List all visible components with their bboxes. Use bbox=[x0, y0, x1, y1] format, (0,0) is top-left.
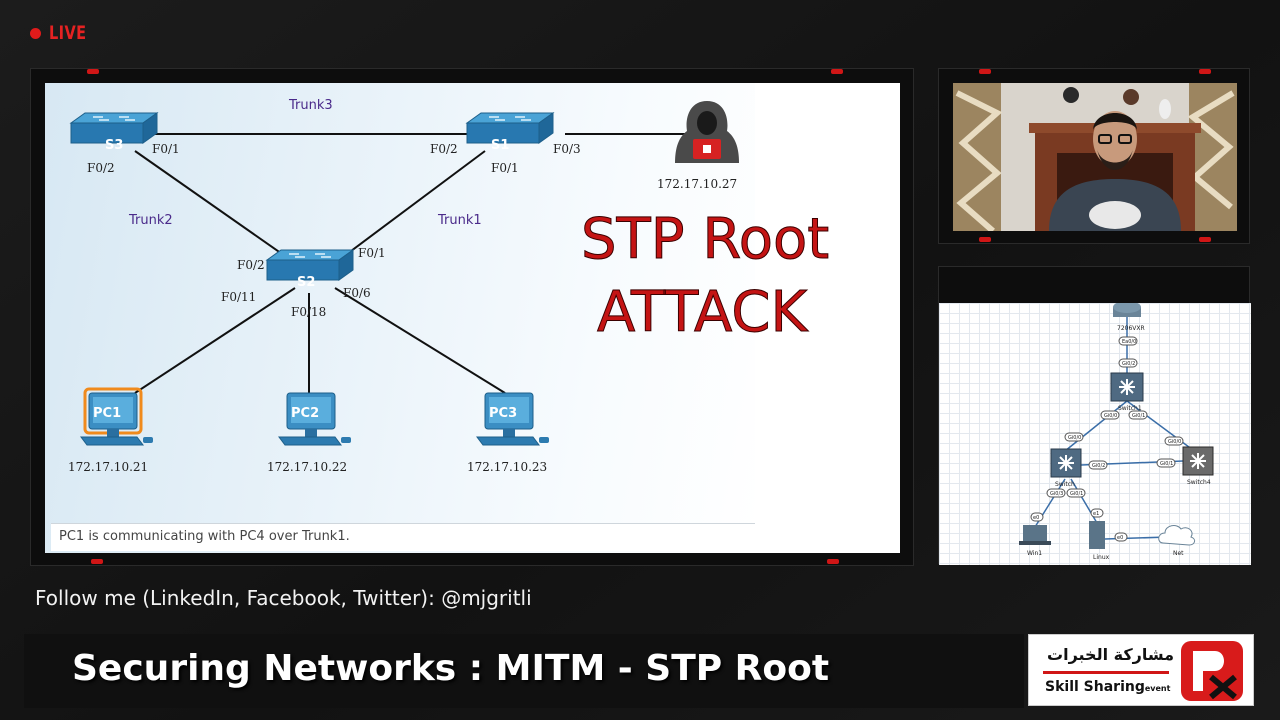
presentation-slide: S3 S1 S2 Trunk3 Trunk2 Trunk1 F0/1 F0/2 … bbox=[45, 83, 900, 553]
skill-sharing-logo: مشاركة الخبرات Skill Sharingevent bbox=[1028, 634, 1254, 706]
switch-s1-icon bbox=[466, 112, 554, 144]
router-icon bbox=[1113, 303, 1141, 317]
live-label: LIVE bbox=[49, 22, 87, 44]
logo-mark-icon bbox=[1181, 641, 1243, 701]
pc1-icon bbox=[80, 387, 154, 446]
pc3-label: PC3 bbox=[489, 406, 517, 421]
port-label: F0/6 bbox=[343, 286, 371, 300]
port-pill: e1 bbox=[1093, 511, 1099, 517]
port-pill: Gi0/1 bbox=[1070, 491, 1083, 497]
stream-title: Securing Networks : MITM - STP Root bbox=[72, 648, 830, 689]
switch-s1-label: S1 bbox=[491, 138, 509, 153]
corner-mark bbox=[1199, 69, 1211, 74]
port-pill: e0 bbox=[1033, 515, 1039, 521]
win1-label: Win1 bbox=[1027, 550, 1042, 557]
port-pill: Gi0/2 bbox=[1122, 361, 1135, 367]
webcam-panel bbox=[938, 68, 1250, 244]
port-label: F0/2 bbox=[87, 161, 115, 175]
slide-background bbox=[45, 83, 755, 553]
emulator-topology: 7206VXR Switch1 Switch Switch4 Win1 Linu… bbox=[1019, 303, 1214, 561]
port-pill: Gi0/1 bbox=[1160, 461, 1173, 467]
pc3-ip: 172.17.10.23 bbox=[467, 460, 547, 474]
switch4-label: Switch4 bbox=[1187, 479, 1211, 486]
emulator-topology-canvas[interactable]: 7206VXR Switch1 Switch Switch4 Win1 Linu… bbox=[939, 303, 1251, 565]
slide-panel: S3 S1 S2 Trunk3 Trunk2 Trunk1 F0/1 F0/2 … bbox=[30, 68, 914, 566]
pc2-label: PC2 bbox=[291, 406, 319, 421]
pc1-ip: 172.17.10.21 bbox=[68, 460, 148, 474]
live-indicator: LIVE bbox=[30, 22, 93, 44]
logo-english-main: Skill Sharing bbox=[1045, 679, 1145, 695]
logo-divider bbox=[1043, 671, 1169, 674]
corner-mark bbox=[87, 69, 99, 74]
port-pill: Gi0/0 bbox=[1068, 435, 1081, 441]
logo-arabic-text: مشاركة الخبرات bbox=[1047, 645, 1175, 664]
switch1-label: Switch1 bbox=[1118, 405, 1142, 412]
corner-mark bbox=[91, 559, 103, 564]
port-label: F0/1 bbox=[358, 246, 386, 260]
switch-s3-label: S3 bbox=[105, 138, 123, 153]
presenter-image bbox=[953, 83, 1237, 231]
port-pill: e0 bbox=[1117, 535, 1123, 541]
network-diagram: S3 S1 S2 Trunk3 Trunk2 Trunk1 F0/1 F0/2 … bbox=[68, 98, 830, 474]
webcam-video bbox=[953, 83, 1237, 231]
switch-s2-label: S2 bbox=[297, 275, 315, 290]
port-pill: Gi0/0 bbox=[1104, 413, 1117, 419]
win1-icon bbox=[1023, 525, 1047, 541]
live-dot-icon bbox=[30, 27, 41, 39]
linux-label: Linux bbox=[1093, 554, 1110, 561]
port-label: F0/3 bbox=[553, 142, 581, 156]
corner-mark bbox=[831, 69, 843, 74]
port-label: F0/11 bbox=[221, 290, 256, 304]
router-label: 7206VXR bbox=[1117, 325, 1145, 332]
hacker-icon bbox=[675, 101, 739, 163]
port-label: F0/1 bbox=[491, 161, 519, 175]
port-label: F0/18 bbox=[291, 305, 326, 319]
emulator-panel: 7206VXR Switch1 Switch Switch4 Win1 Linu… bbox=[938, 266, 1251, 565]
port-pill: Gi0/0 bbox=[1168, 439, 1181, 445]
attacker-ip: 172.17.10.27 bbox=[657, 177, 737, 191]
social-follow-text: Follow me (LinkedIn, Facebook, Twitter):… bbox=[35, 586, 532, 610]
trunk3-label: Trunk3 bbox=[288, 98, 333, 113]
corner-mark bbox=[827, 559, 839, 564]
port-label: F0/2 bbox=[430, 142, 458, 156]
slide-caption: PC1 is communicating with PC4 over Trunk… bbox=[51, 523, 755, 551]
lower-third-bar bbox=[24, 634, 1024, 708]
trunk1-label: Trunk1 bbox=[437, 213, 482, 228]
corner-mark bbox=[979, 237, 991, 242]
corner-mark bbox=[1199, 237, 1211, 242]
port-label: F0/2 bbox=[237, 258, 265, 272]
logo-english-text: Skill Sharingevent bbox=[1045, 679, 1170, 695]
trunk2-label: Trunk2 bbox=[128, 213, 173, 228]
pc2-ip: 172.17.10.22 bbox=[267, 460, 347, 474]
linux-icon bbox=[1089, 521, 1105, 549]
pc1-label: PC1 bbox=[93, 406, 121, 421]
corner-mark bbox=[979, 69, 991, 74]
cloud-icon bbox=[1158, 525, 1196, 546]
headline-line2: ATTACK bbox=[597, 280, 808, 345]
port-pill: Gi0/3 bbox=[1050, 491, 1063, 497]
switch-label: Switch bbox=[1055, 481, 1075, 488]
port-pill: Gi0/1 bbox=[1132, 413, 1145, 419]
net-label: Net bbox=[1173, 550, 1184, 557]
port-pill: Ea0/0 bbox=[1122, 339, 1136, 345]
headline-line1: STP Root bbox=[581, 207, 829, 272]
port-label: F0/1 bbox=[152, 142, 180, 156]
port-pill: Gi0/2 bbox=[1092, 463, 1105, 469]
logo-english-sub: event bbox=[1144, 684, 1171, 693]
